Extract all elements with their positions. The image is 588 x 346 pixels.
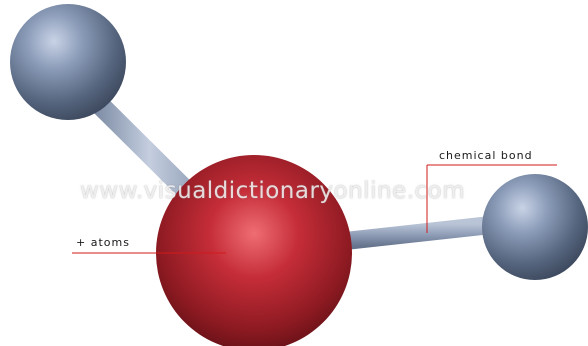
hydrogen-atom-top-left — [10, 4, 126, 120]
watermark-text: www.visualdictionaryonline.com — [80, 178, 466, 204]
chemical-bond-label: chemical bond — [439, 149, 533, 162]
atoms-label: + atoms — [76, 236, 130, 249]
hydrogen-atom-right — [482, 174, 588, 280]
oxygen-atom — [156, 155, 352, 346]
